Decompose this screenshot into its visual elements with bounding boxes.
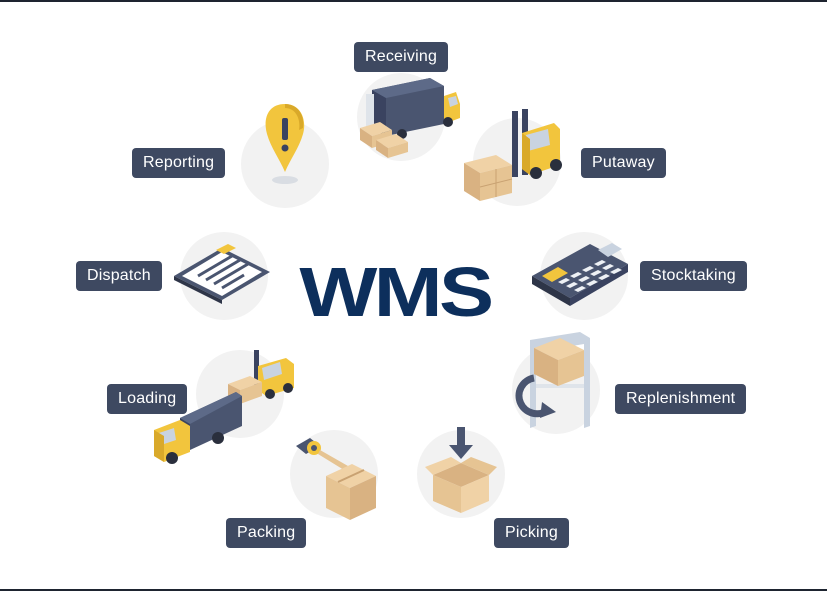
rack-refresh-icon <box>515 332 590 428</box>
stage-label-dispatch: Dispatch <box>76 261 162 291</box>
stage-label-reporting: Reporting <box>132 148 226 178</box>
stage-label-packing: Packing <box>226 518 307 548</box>
stage-label-putaway: Putaway <box>581 148 666 178</box>
diagram-title: WMS <box>299 253 494 331</box>
box-down-arrow-icon <box>425 427 497 513</box>
stage-label-receiving: Receiving <box>354 42 449 72</box>
top-border <box>0 0 827 2</box>
stage-label-picking: Picking <box>494 518 569 548</box>
alert-pin-icon <box>265 104 305 184</box>
stage-label-stocktaking: Stocktaking <box>640 261 747 291</box>
calculator-icon <box>532 243 628 306</box>
tape-box-icon <box>296 438 376 520</box>
forklift-icon <box>464 109 562 201</box>
clipboard-document-icon <box>174 244 270 304</box>
stage-label-replenishment: Replenishment <box>615 384 747 414</box>
receiving-truck-icon <box>360 78 460 158</box>
truck-forklift-icon <box>154 350 294 464</box>
stage-label-loading: Loading <box>107 384 188 414</box>
